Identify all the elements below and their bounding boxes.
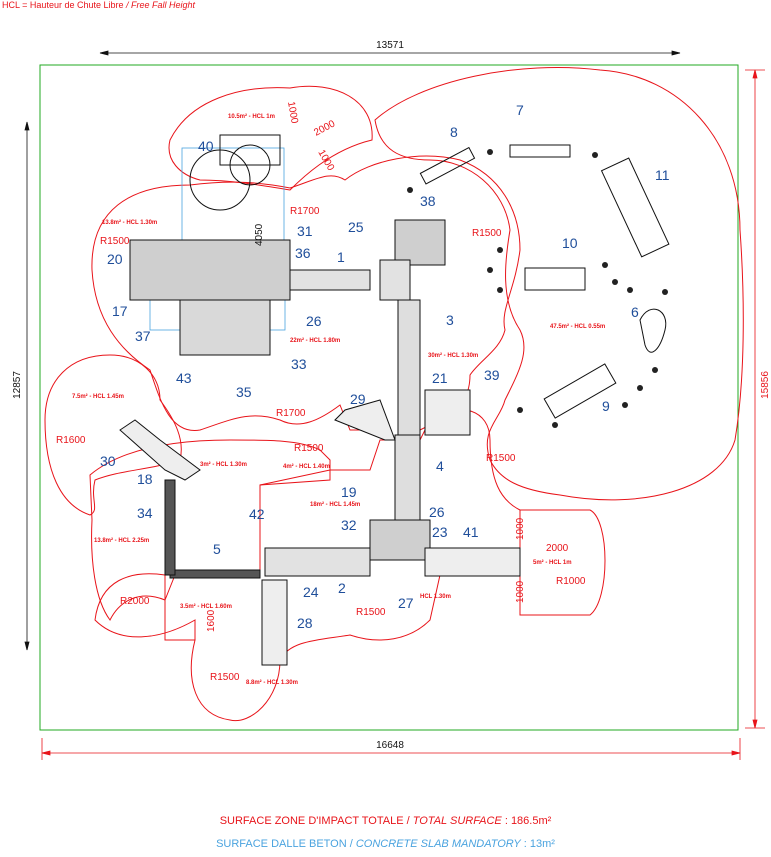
callout-21: 21 xyxy=(432,370,448,386)
equipment xyxy=(119,134,670,666)
top-width-dimension: 13571 xyxy=(376,40,404,51)
zone-label-6: 4m² - HCL 1.40m xyxy=(283,463,330,470)
callout-30: 30 xyxy=(100,453,116,469)
radius-label-4: R1700 xyxy=(276,408,306,419)
dimension-lines xyxy=(24,50,681,651)
zone-label-11: 5m² - HCL 1m xyxy=(533,559,572,566)
callout-43: 43 xyxy=(176,370,192,386)
radius-label-10: R1000 xyxy=(556,576,586,587)
radius-label-8: R2000 xyxy=(120,596,150,607)
dim-1000-b: 1000 xyxy=(315,148,336,173)
stepping-posts xyxy=(407,149,668,428)
callout-32: 32 xyxy=(341,517,357,533)
dim-2000-a: 2000 xyxy=(312,118,337,138)
callout-29: 29 xyxy=(350,391,366,407)
callout-41: 41 xyxy=(463,524,479,540)
concrete-slab-summary: SURFACE DALLE BETON / CONCRETE SLAB MAND… xyxy=(0,838,771,850)
callout-5: 5 xyxy=(213,541,221,557)
callout-33: 33 xyxy=(291,356,307,372)
callout-19: 19 xyxy=(341,484,357,500)
radius-label-9: R1500 xyxy=(356,607,386,618)
red-dimension-lines xyxy=(41,69,765,760)
concrete-slab-en: CONCRETE SLAB MANDATORY xyxy=(355,838,521,850)
hcl-legend-en: / Free Fall Height xyxy=(126,0,196,10)
callout-28: 28 xyxy=(297,615,313,631)
radius-label-5: R1600 xyxy=(56,435,86,446)
dim-1000-c: 1000 xyxy=(515,517,526,540)
callout-36: 36 xyxy=(295,245,311,261)
callout-3: 3 xyxy=(446,312,454,328)
bottom-width-dimension: 16648 xyxy=(376,740,404,751)
callout-34: 34 xyxy=(137,505,153,521)
callout-42: 42 xyxy=(249,506,265,522)
total-surface-summary: SURFACE ZONE D'IMPACT TOTALE / TOTAL SUR… xyxy=(0,815,771,827)
hcl-legend-fr: HCL = Hauteur de Chute Libre xyxy=(2,0,124,10)
zone-label-13: HCL 1.30m xyxy=(420,594,451,600)
callout-35: 35 xyxy=(236,384,252,400)
zone-label-3: 22m² - HCL 1.80m xyxy=(290,337,340,344)
callout-39: 39 xyxy=(484,367,500,383)
concrete-slab-fr: SURFACE DALLE BETON / xyxy=(216,838,353,850)
dim-4050: 4050 xyxy=(254,223,265,246)
concrete-slab-value: : 13m² xyxy=(523,838,555,850)
callout-11: 11 xyxy=(655,167,670,183)
zone-lower-left xyxy=(89,439,331,621)
total-surface-en: TOTAL SURFACE xyxy=(412,815,502,827)
callout-8: 8 xyxy=(450,124,458,140)
zone-label-2: 13.8m² - HCL 1.30m xyxy=(102,219,157,226)
hcl-legend: HCL = Hauteur de Chute Libre / Free Fall… xyxy=(2,0,195,10)
callout-23: 23 xyxy=(432,524,448,540)
site-boundary xyxy=(39,64,739,731)
zone-label-8: 47.5m² - HCL 0.55m xyxy=(550,323,605,330)
radius-label-6: R1500 xyxy=(294,443,324,454)
callout-2: 2 xyxy=(338,580,346,596)
zone-label-10: 13.8m² - HCL 2.25m xyxy=(94,537,149,544)
callout-26a: 26 xyxy=(306,313,322,329)
callout-6: 6 xyxy=(631,304,639,320)
dim-1600: 1600 xyxy=(206,609,217,632)
right-height-dimension: 15856 xyxy=(760,371,771,399)
zone-label-9: 18m² - HCL 1.45m xyxy=(310,501,360,508)
callout-1: 1 xyxy=(337,249,345,265)
zone-label-1: 10.5m² - HCL 1m xyxy=(228,113,275,120)
callout-38: 38 xyxy=(420,193,436,209)
radius-label-7: R1500 xyxy=(486,453,516,464)
zone-label-12: 3.5m² - HCL 1.60m xyxy=(180,603,232,610)
callout-40: 40 xyxy=(198,138,214,154)
callout-20: 20 xyxy=(107,251,123,267)
callout-25: 25 xyxy=(348,219,364,235)
zone-central xyxy=(91,155,521,441)
callout-26b: 26 xyxy=(429,504,445,520)
left-height-dimension: 12857 xyxy=(12,371,23,399)
callout-24: 24 xyxy=(303,584,319,600)
total-surface-value: : 186.5m² xyxy=(504,815,552,827)
radius-label-1: R1700 xyxy=(290,206,320,217)
dim-1000-d: 1000 xyxy=(515,580,526,603)
dim-1000-a: 1000 xyxy=(285,101,300,125)
callout-9: 9 xyxy=(602,398,610,414)
callout-18: 18 xyxy=(137,471,153,487)
callout-7: 7 xyxy=(516,102,524,118)
zone-right-small xyxy=(519,509,606,616)
zone-top-swing xyxy=(168,85,373,191)
dim-2000-b: 2000 xyxy=(546,543,569,554)
callout-37: 37 xyxy=(135,328,151,344)
zone-label-4: 7.5m² - HCL 1.45m xyxy=(72,393,124,400)
zone-label-7: 30m² - HCL 1.30m xyxy=(428,352,478,359)
radius-label-11: R1500 xyxy=(210,672,240,683)
callout-17: 17 xyxy=(112,303,128,319)
zone-right-large xyxy=(374,66,744,501)
radius-label-2: R1500 xyxy=(100,236,130,247)
zone-lower-center xyxy=(164,409,521,722)
radius-label-3: R1500 xyxy=(472,228,502,239)
callout-4: 4 xyxy=(436,458,444,474)
zone-label-14: 8.8m² - HCL 1.30m xyxy=(246,679,298,686)
callout-27: 27 xyxy=(398,595,414,611)
total-surface-fr: SURFACE ZONE D'IMPACT TOTALE / xyxy=(219,815,410,827)
zone-label-5: 3m² - HCL 1.30m xyxy=(200,461,247,468)
callout-10: 10 xyxy=(562,235,578,251)
callout-31: 31 xyxy=(297,223,313,239)
impact-zones xyxy=(44,66,744,722)
